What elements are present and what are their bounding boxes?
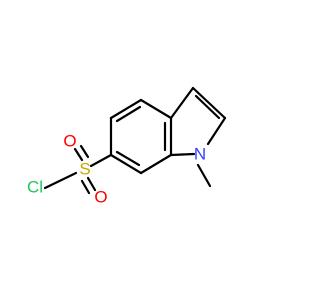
bond-c9-c4	[109, 98, 143, 120]
bond-c5-c3	[169, 86, 195, 120]
bond-n1-methyl	[196, 163, 212, 188]
bond-s-o-bottom-b	[86, 176, 97, 192]
bond-c3-c2	[191, 86, 227, 120]
bond-c9-c4-double	[115, 105, 142, 123]
bond-s-cl	[43, 171, 78, 190]
bond-c7-c8	[109, 153, 143, 175]
oxygen-bottom-label: O	[94, 187, 107, 206]
bond-c3-c2-double	[194, 94, 221, 120]
bond-s-o-top-a	[73, 147, 84, 162]
bond-c8-s	[89, 153, 113, 168]
bond-c4-c5	[139, 98, 173, 120]
bond-c7-c8-double	[115, 150, 141, 167]
oxygen-top-label: O	[63, 131, 76, 150]
molecule-canvas: Cl S O O N	[26, 86, 227, 207]
chlorine-label: Cl	[27, 177, 43, 196]
molecule-structure: Cl S O O N	[27, 86, 227, 206]
nitrogen-label: N	[194, 144, 206, 163]
bond-n1-c6	[169, 152, 196, 157]
bond-s-o-top-b	[79, 144, 90, 159]
bond-s-o-bottom-a	[80, 179, 91, 195]
bond-c2-n1	[206, 116, 227, 146]
bond-c6-c7	[139, 153, 173, 175]
sulfur-label: S	[79, 159, 90, 178]
